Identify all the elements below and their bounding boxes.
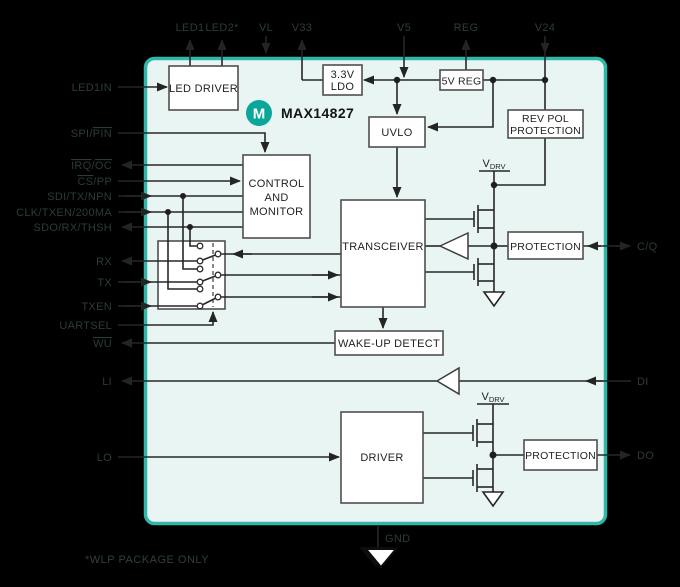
pin-do: DO (637, 450, 654, 462)
part-number: MAX14827 (281, 105, 354, 121)
switch-common (214, 293, 222, 301)
block-led-driver: LED DRIVER (168, 65, 239, 111)
pin-v5: V5 (397, 22, 411, 34)
pin-vl: VL (259, 22, 273, 34)
pin-v24: V24 (535, 22, 555, 34)
block-label: 3.3V (331, 69, 355, 81)
package-note: *WLP PACKAGE ONLY (85, 554, 209, 566)
wire-spi-pin (118, 132, 270, 153)
left-pin-labels: LED1IN SPI/PIN IRQ/OC CS/PP SDI/TX/NPN C… (16, 82, 112, 464)
block-label: UVLO (381, 127, 412, 139)
block-transceiver: TRANSCEIVER (340, 199, 426, 308)
switch-contact (196, 302, 204, 310)
block-driver: DRIVER (340, 411, 424, 504)
wire-sdo-branch (189, 227, 197, 247)
pin-led1in: LED1IN (72, 82, 112, 94)
pin-lo: LO (97, 452, 112, 464)
block-uvlo: UVLO (368, 116, 426, 148)
switch-common (214, 271, 222, 279)
right-pin-labels: C/Q DI DO (637, 241, 658, 462)
pin-li: LI (102, 376, 112, 388)
block-label: AND (264, 192, 288, 204)
block-label: LED DRIVER (169, 83, 238, 95)
svg-text:M: M (253, 106, 266, 123)
block-label: 5V REG (442, 76, 482, 88)
wires (118, 36, 631, 547)
wire-uvlo-right (427, 80, 494, 132)
block-ldo: 3.3V LDO (322, 64, 363, 96)
block-label: CONTROL (249, 178, 305, 190)
pin-tx: TX (97, 277, 112, 289)
switch-contact (196, 257, 204, 265)
pin-uartsel: UARTSEL (59, 320, 112, 332)
switch-contact (196, 278, 204, 286)
block-label: DRIVER (360, 452, 403, 464)
block-label: REV POL (522, 113, 569, 125)
block-protection-do: PROTECTION (523, 439, 598, 471)
block-label: PROTECTION (510, 241, 581, 253)
block-protection-cq: PROTECTION (507, 231, 584, 260)
pin-led1: LED1 (176, 22, 205, 34)
pin-spi-pin: SPI/PIN (71, 128, 112, 140)
mosfet-cq-highside (473, 205, 494, 233)
ground-icon-cq (482, 291, 506, 308)
pin-txen: TXEN (81, 301, 112, 313)
block-label: PROTECTION (525, 450, 596, 462)
mode-switch-box (157, 240, 226, 310)
receive-buffer-icon (438, 231, 469, 261)
pin-sdo-rx-thsh: SDO/RX/THSH (34, 222, 112, 234)
wire-clk-branch (167, 212, 197, 290)
mosfet-cq-lowside (473, 258, 494, 286)
switch-contact (196, 265, 204, 273)
switch-contact (196, 242, 204, 250)
mosfet-do-highside (472, 419, 493, 447)
vdrv-label-top: VDRV (482, 158, 505, 171)
block-5v-reg: 5V REG (439, 69, 484, 91)
pin-reg: REG (454, 22, 479, 34)
top-pin-labels: LED1 LED2* VL V33 V5 REG V24 (176, 22, 555, 34)
switch-contact (196, 285, 204, 293)
mode-switch (196, 242, 222, 310)
ground-icon-do (481, 491, 505, 508)
block-wakeup-detect: WAKE-UP DETECT (334, 330, 444, 356)
mosfet-do-lowside (472, 464, 493, 492)
pin-rx: RX (96, 256, 112, 268)
pin-sdi-tx-npn: SDI/TX/NPN (47, 191, 112, 203)
block-control-monitor: CONTROL AND MONITOR (242, 154, 311, 239)
pin-cs-pp: CS/PP (77, 176, 112, 188)
maxim-logo-icon: M (246, 100, 272, 126)
pin-wu: WU (93, 338, 112, 350)
junction-dots (165, 76, 549, 459)
block-label: LDO (331, 81, 355, 93)
switch-common (214, 250, 222, 258)
ground-icon-gnd (359, 547, 399, 569)
block-label: PROTECTION (510, 125, 581, 137)
block-rev-pol-protection: REV POL PROTECTION (507, 109, 584, 139)
li-buffer-icon (435, 366, 460, 396)
block-label: WAKE-UP DETECT (338, 338, 440, 350)
pin-irq-oc: IRQ/OC (71, 160, 112, 172)
wire-uartsel (118, 311, 218, 326)
pin-led2: LED2* (205, 22, 239, 34)
vdrv-label-bottom: VDRV (481, 391, 504, 404)
wire-revpol-out (494, 138, 546, 186)
block-label: MONITOR (250, 206, 304, 218)
block-label: TRANSCEIVER (342, 241, 424, 253)
pin-clk-txen-200ma: CLK/TXEN/200MA (16, 207, 112, 219)
pin-gnd: GND (385, 533, 410, 545)
pin-v33: V33 (292, 22, 312, 34)
pin-cq: C/Q (637, 241, 658, 253)
pin-di: DI (637, 376, 649, 388)
wire-sdi-branch (182, 196, 197, 270)
